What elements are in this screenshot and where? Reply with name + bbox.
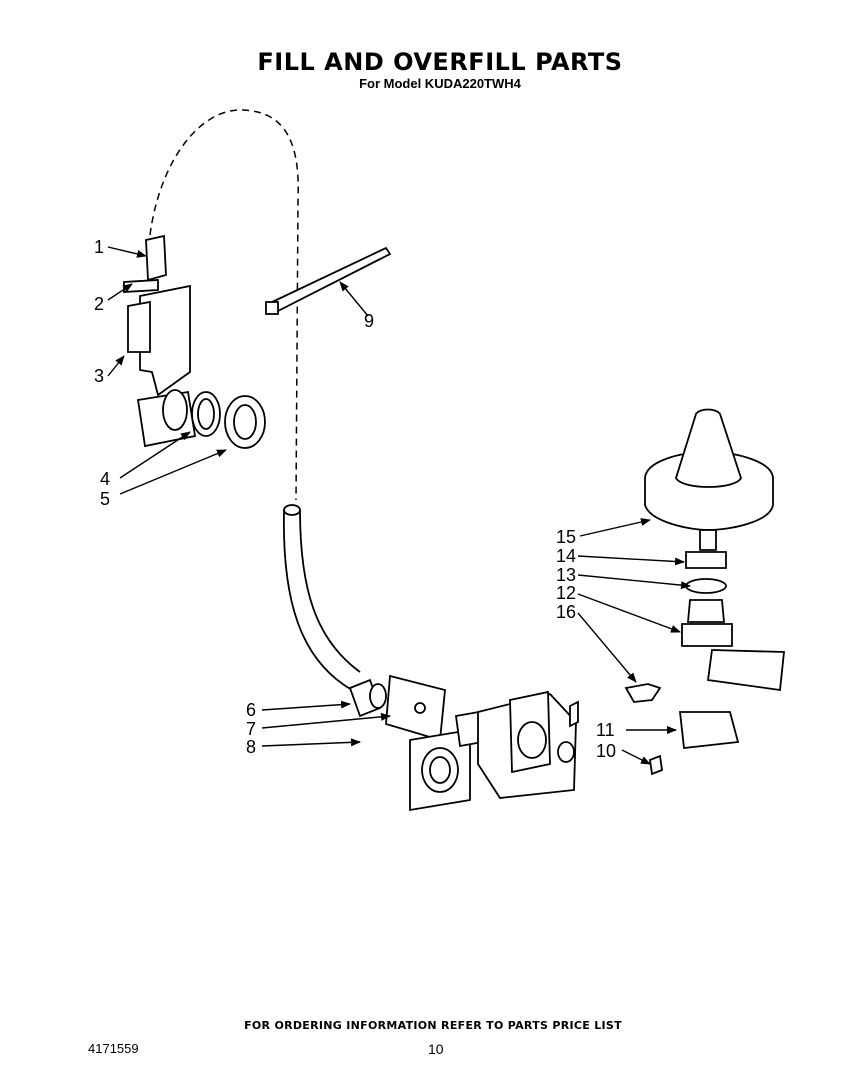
leader-lines	[107, 246, 691, 765]
float-assembly	[624, 408, 785, 703]
callout-labels: 1 2 3 4 5 6 7 8 9 10 11 12 13 14 15 16	[94, 237, 616, 761]
fill-hose	[282, 504, 361, 691]
callout-4: 4	[100, 469, 110, 489]
model-subtitle: For Model KUDA220TWH4	[359, 76, 521, 91]
callout-13: 13	[556, 565, 576, 585]
diagram-title: FILL AND OVERFILL PARTS	[257, 48, 623, 76]
callout-5: 5	[100, 489, 110, 509]
callout-8: 8	[246, 737, 256, 757]
page-number: 10	[428, 1041, 444, 1057]
callout-7: 7	[246, 719, 256, 739]
ordering-note: FOR ORDERING INFORMATION REFER TO PARTS …	[244, 1019, 622, 1032]
dashed-hose-route	[149, 109, 299, 501]
wire-tie	[265, 246, 392, 315]
callout-11: 11	[596, 720, 615, 740]
inlet-valve-assembly	[348, 674, 579, 812]
callout-1: 1	[94, 237, 104, 257]
callout-3: 3	[94, 366, 104, 386]
callout-2: 2	[94, 294, 104, 314]
fill-funnel-assembly	[123, 234, 266, 449]
callout-16: 16	[556, 602, 576, 622]
callout-12: 12	[556, 583, 576, 603]
callout-9: 9	[364, 311, 374, 331]
callout-10: 10	[596, 741, 616, 761]
callout-15: 15	[556, 527, 576, 547]
document-number: 4171559	[88, 1041, 139, 1056]
callout-6: 6	[246, 700, 256, 720]
overfill-switch	[649, 711, 740, 776]
callout-14: 14	[556, 546, 576, 566]
